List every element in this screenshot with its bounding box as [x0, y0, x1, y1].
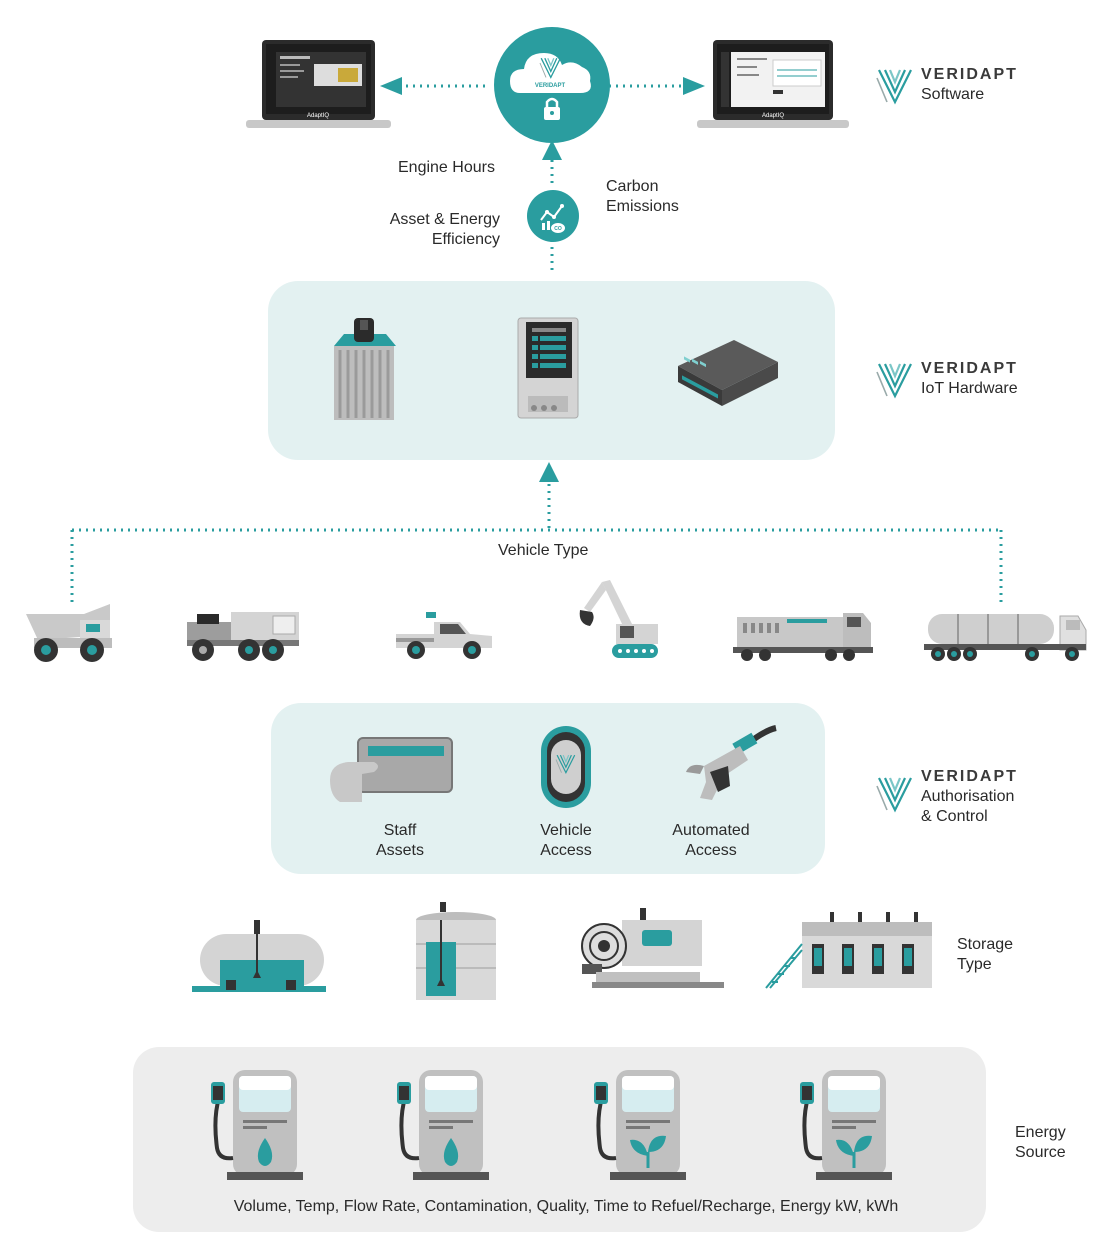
- brand-name: VERIDAPT: [921, 768, 1018, 785]
- water-truck-icon: [183, 606, 303, 664]
- energy-source-label: Energy Source: [1015, 1123, 1066, 1163]
- laptop-left: AdaptIQ: [246, 40, 391, 130]
- vehicle-access-line2: Access: [540, 842, 592, 859]
- veridapt-cloud: VERIDAPT: [492, 25, 612, 145]
- staff-assets-line1: Staff: [383, 822, 417, 839]
- veridapt-logo-icon: [875, 776, 913, 812]
- renewable-pump-1-icon: [588, 1068, 686, 1180]
- vehicle-access-label: Vehicle Access: [530, 821, 602, 861]
- vehicle-type-label: Vehicle Type: [498, 542, 589, 559]
- storage-type-label: Storage Type: [957, 935, 1013, 975]
- vertical-tank-icon: [410, 900, 502, 1004]
- automated-access-line2: Access: [685, 842, 737, 859]
- brand-subtitle-line2: & Control: [921, 808, 988, 825]
- carbon-emissions-line2: Emissions: [606, 198, 679, 215]
- veridapt-logo-icon: [875, 362, 913, 398]
- server-device-icon: [672, 328, 782, 408]
- controller-device-icon: [516, 316, 580, 420]
- brand-iot: VERIDAPT IoT Hardware: [875, 360, 1057, 404]
- vehicle-connector: [70, 462, 1003, 604]
- brand-subtitle: Software: [921, 86, 985, 103]
- laptop-right-logo: AdaptIQ: [762, 113, 784, 119]
- brand-name: VERIDAPT: [921, 66, 1018, 83]
- asset-efficiency-label: Asset & Energy Efficiency: [380, 210, 500, 250]
- brand-subtitle-line1: Authorisation: [921, 788, 1015, 805]
- automated-access-label: Automated Access: [664, 821, 758, 861]
- laptop-right: AdaptIQ: [697, 40, 849, 130]
- cloud-label: VERIDAPT: [535, 83, 566, 89]
- vehicle-access-line1: Vehicle: [540, 822, 592, 839]
- automated-access-line1: Automated: [672, 822, 750, 839]
- arrow-to-cloud: [542, 140, 562, 272]
- staff-assets-line2: Assets: [375, 842, 424, 859]
- fuel-nozzle-icon: [684, 725, 780, 808]
- co2-badge-text: CO: [554, 226, 562, 232]
- charging-station-rack-icon: [764, 910, 934, 992]
- carbon-emissions-label: Carbon Emissions: [606, 177, 679, 217]
- gateway-device-icon: [330, 316, 400, 424]
- horizontal-tank-icon: [190, 916, 330, 996]
- staff-assets-label: Staff Assets: [370, 821, 430, 861]
- arrow-to-left-laptop: [380, 77, 485, 95]
- renewable-pump-2-icon: [794, 1068, 892, 1180]
- arrow-to-right-laptop: [609, 77, 705, 95]
- storage-type-line1: Storage: [957, 936, 1014, 953]
- laptop-left-logo: AdaptIQ: [307, 113, 329, 119]
- tanker-truck-icon: [922, 606, 1088, 664]
- fuel-pump-diesel-2-icon: [391, 1068, 489, 1180]
- engine-hours-label: Engine Hours: [398, 159, 495, 176]
- brand-authorisation: VERIDAPT Authorisation & Control: [875, 768, 1067, 832]
- fuel-pump-diesel-1-icon: [205, 1068, 303, 1180]
- asset-efficiency-line1: Asset & Energy: [389, 211, 500, 228]
- vehicle-access-tag-icon: [539, 724, 593, 810]
- excavator-icon: [576, 578, 662, 664]
- asset-efficiency-line2: Efficiency: [431, 231, 500, 248]
- hose-reel-unit-icon: [580, 906, 726, 996]
- locomotive-icon: [731, 603, 875, 663]
- energy-source-line1: Energy: [1015, 1124, 1066, 1141]
- veridapt-logo-icon: [875, 68, 913, 104]
- energy-source-line2: Source: [1015, 1144, 1066, 1161]
- storage-type-line2: Type: [957, 956, 992, 973]
- co2-analytics-icon: CO: [527, 190, 579, 242]
- light-vehicle-icon: [394, 610, 494, 662]
- carbon-emissions-line1: Carbon: [606, 178, 659, 195]
- brand-subtitle: IoT Hardware: [921, 380, 1018, 397]
- brand-software: VERIDAPT Software: [875, 66, 1057, 110]
- energy-metrics-text: Volume, Temp, Flow Rate, Contamination, …: [233, 1198, 899, 1215]
- brand-name: VERIDAPT: [921, 360, 1018, 377]
- haul-truck-icon: [24, 600, 116, 666]
- staff-card-icon: [328, 736, 454, 806]
